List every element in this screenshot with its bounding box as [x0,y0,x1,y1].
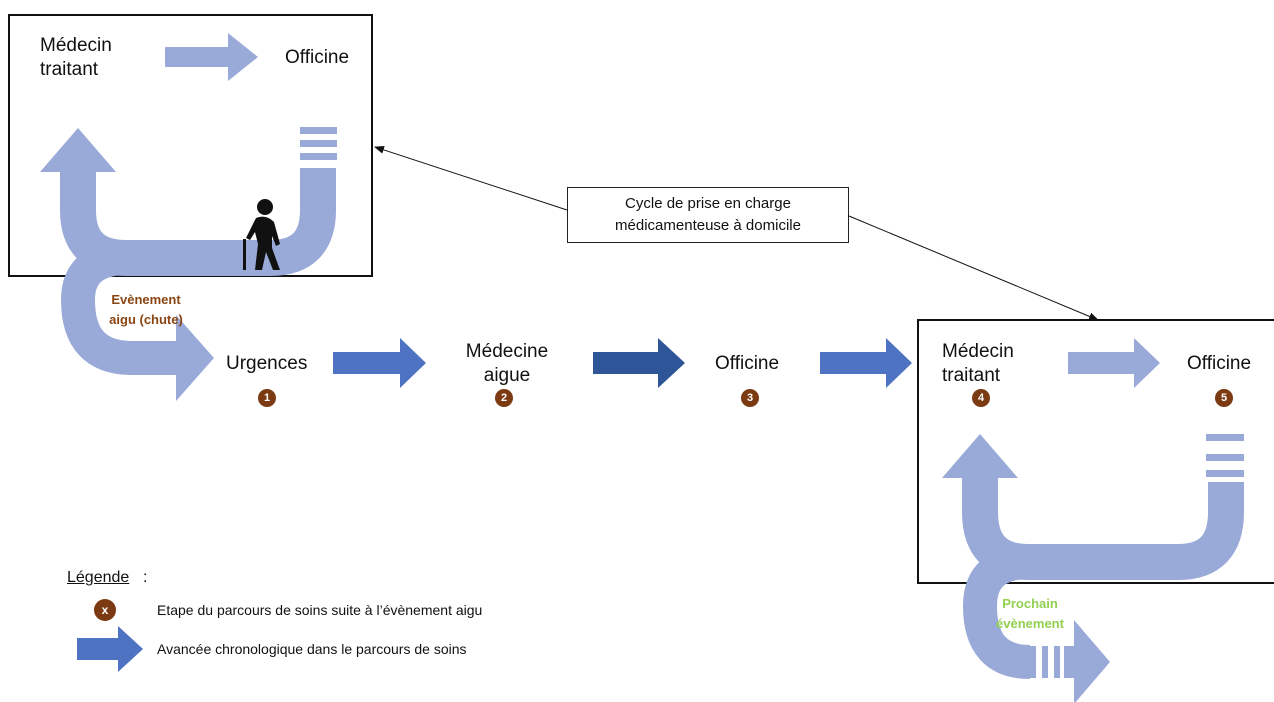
cycle-connector-top [374,146,568,211]
top-cycle-u-arrow [40,127,337,276]
top-doctor-label: Médecin traitant [40,35,112,80]
arrow-urgences-to-medecine [333,338,426,388]
right-doctor-to-pharmacy-arrow [1068,338,1160,388]
top-pharmacy-label: Officine [285,47,350,68]
top-doctor-to-pharmacy-arrow [165,33,258,81]
legend-colon: : [143,569,148,586]
right-cycle-u-arrow [942,434,1244,580]
legend-step-text: Etape du parcours de soins suite à l’évè… [157,602,483,618]
step-3-label: Officine [715,353,780,374]
cycle-connector-right [848,215,1099,321]
step-4-badge: 4 [972,389,990,407]
legend-step-symbol: x [94,599,116,621]
step-3-badge: 3 [741,389,759,407]
step-2-badge: 2 [495,389,513,407]
legend-arrow-symbol [77,626,143,672]
step-1-label: Urgences [226,353,308,374]
next-event-s-arrow [962,545,1110,702]
acute-event-label: Evènement aigu (chute) [109,292,183,327]
elderly-person-icon [243,199,280,270]
arrow-officine-to-medecin [820,338,912,388]
legend-arrow-text: Avancée chronologique dans le parcours d… [157,641,467,657]
cycle-label-box: Cycle de prise en charge médicamenteuse … [567,187,849,243]
home-cycle-box-right [917,319,1274,584]
step-1-badge: 1 [258,389,276,407]
step-5-label: Officine [1187,353,1252,374]
arrow-medecine-to-officine [593,338,685,388]
legend-title: Légende [67,569,130,586]
step-5-badge: 5 [1215,389,1233,407]
acute-event-s-arrow [60,241,214,401]
next-event-label: Prochain évènement [996,596,1064,631]
cycle-label: Cycle de prise en charge médicamenteuse … [615,195,801,234]
step-2-label: Médecine aigue [465,341,549,386]
step-4-label: Médecin traitant [942,341,1014,386]
